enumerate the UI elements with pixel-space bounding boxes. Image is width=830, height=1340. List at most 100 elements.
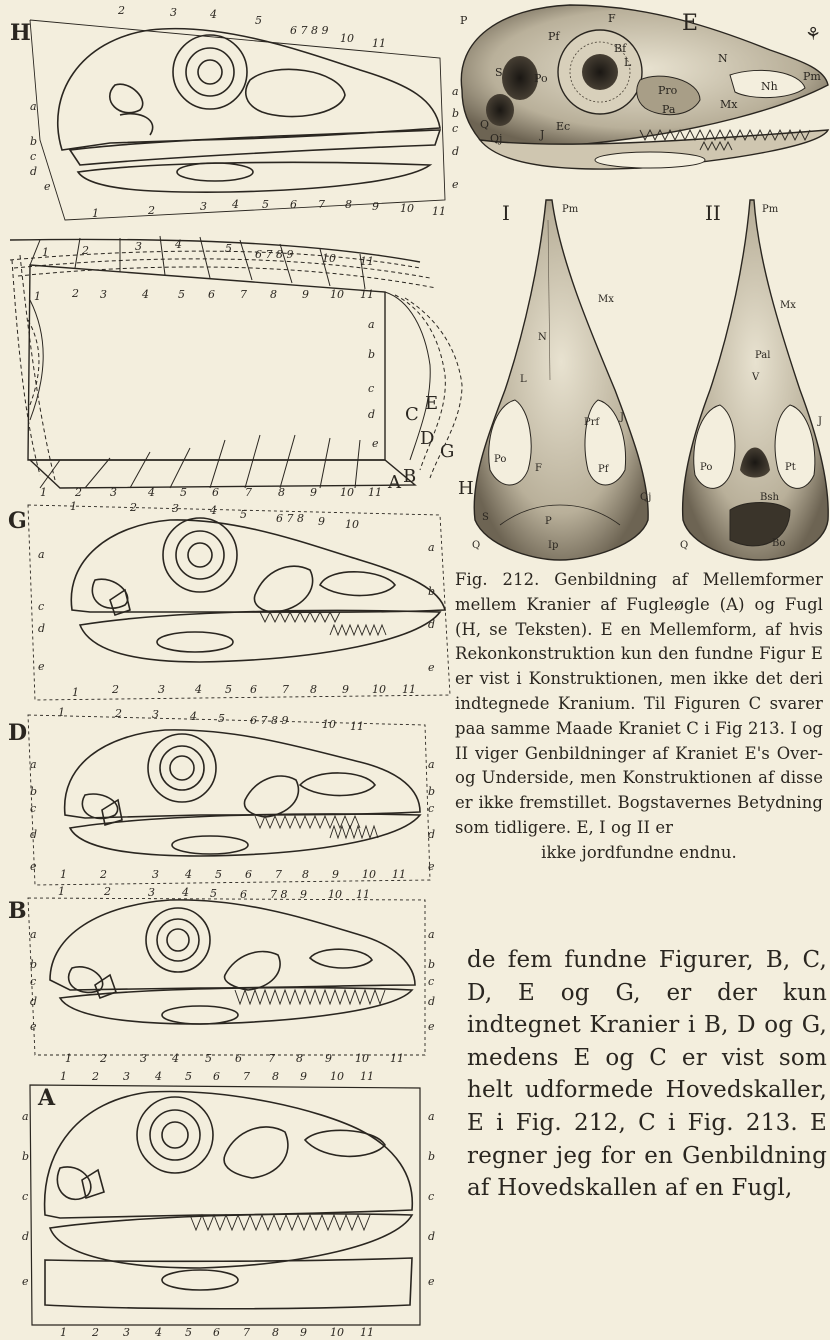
svg-text:e: e <box>428 1020 435 1033</box>
svg-text:11: 11 <box>356 888 370 901</box>
svg-text:e: e <box>38 660 45 673</box>
svg-text:Po: Po <box>534 72 548 85</box>
svg-text:3: 3 <box>100 288 107 301</box>
svg-text:5: 5 <box>255 14 262 27</box>
svg-text:7: 7 <box>240 288 247 301</box>
svg-text:4: 4 <box>209 504 217 517</box>
svg-text:J: J <box>539 128 544 141</box>
svg-text:6: 6 <box>235 1052 242 1065</box>
svg-text:Nh: Nh <box>761 80 778 93</box>
svg-text:Pf: Pf <box>598 464 610 475</box>
svg-text:1: 1 <box>72 686 79 699</box>
svg-text:1: 1 <box>65 1052 72 1065</box>
svg-text:d: d <box>30 995 37 1008</box>
svg-text:11: 11 <box>372 37 386 50</box>
svg-text:d: d <box>38 622 45 635</box>
svg-text:5: 5 <box>205 1052 212 1065</box>
svg-text:1: 1 <box>60 1070 67 1083</box>
svg-text:10: 10 <box>355 1052 369 1065</box>
svg-text:b: b <box>30 785 37 798</box>
svg-text:P: P <box>545 516 552 527</box>
svg-text:c: c <box>428 802 434 815</box>
svg-text:L: L <box>624 56 632 69</box>
svg-text:10: 10 <box>340 32 354 45</box>
svg-text:1: 1 <box>42 246 49 259</box>
svg-text:b: b <box>30 135 37 148</box>
svg-text:Pm: Pm <box>762 204 779 215</box>
svg-text:7: 7 <box>245 486 252 499</box>
svg-text:10: 10 <box>330 288 344 301</box>
svg-text:5: 5 <box>180 486 187 499</box>
svg-text:6: 6 <box>213 1326 220 1339</box>
svg-text:N: N <box>538 332 547 343</box>
panel-D-label: D <box>8 720 27 746</box>
panel-G-grid-labels: 1234 56 7 8910 1234 5678 91011 acde abde <box>38 500 435 699</box>
svg-text:3: 3 <box>152 708 159 721</box>
panel-B-label: B <box>8 898 27 924</box>
figure-caption-last-line: ikke jordfundne endnu. <box>455 841 823 866</box>
svg-text:10: 10 <box>322 718 336 731</box>
compass-E-label: E <box>425 393 438 414</box>
svg-text:8: 8 <box>272 1070 279 1083</box>
svg-text:d: d <box>30 165 37 178</box>
svg-text:4: 4 <box>154 1070 162 1083</box>
svg-text:P: P <box>460 14 468 27</box>
svg-text:7 8: 7 8 <box>270 888 288 901</box>
svg-text:a: a <box>22 1110 29 1123</box>
svg-text:11: 11 <box>360 1070 374 1083</box>
panel-B-teeth <box>235 990 385 1004</box>
svg-text:9: 9 <box>318 515 325 528</box>
svg-text:Pt: Pt <box>785 462 796 473</box>
svg-text:7: 7 <box>268 1052 275 1065</box>
svg-text:b: b <box>30 958 37 971</box>
svg-text:10: 10 <box>330 1070 344 1083</box>
svg-text:6 7 8 9: 6 7 8 9 <box>290 24 328 37</box>
svg-text:d: d <box>30 828 37 841</box>
svg-text:7: 7 <box>282 683 289 696</box>
body-paragraph: de fem fundne Figurer, B, C, D, E og G, … <box>467 944 827 1205</box>
figure-caption-text: Fig. 212. Genbildning af Mellemformer me… <box>455 568 823 841</box>
svg-text:c: c <box>428 975 434 988</box>
panel-E-label: E <box>682 11 698 36</box>
svg-text:V: V <box>751 372 760 383</box>
svg-text:5: 5 <box>210 887 217 900</box>
svg-text:5: 5 <box>185 1070 192 1083</box>
svg-text:2: 2 <box>117 4 125 17</box>
svg-text:2: 2 <box>71 287 79 300</box>
svg-text:Pm: Pm <box>562 204 579 215</box>
svg-text:10: 10 <box>372 683 386 696</box>
svg-text:c: c <box>22 1190 28 1203</box>
svg-text:c: c <box>368 382 374 395</box>
body-paragraph-text: de fem fundne Figurer, B, C, D, E og G, … <box>467 944 827 1205</box>
svg-text:Q: Q <box>480 118 489 131</box>
svg-text:5: 5 <box>225 683 232 696</box>
svg-text:a: a <box>30 928 37 941</box>
svg-text:e: e <box>372 437 379 450</box>
svg-text:11: 11 <box>360 288 374 301</box>
svg-text:11: 11 <box>350 720 364 733</box>
panel-C-label: C <box>405 404 419 425</box>
svg-text:8: 8 <box>310 683 317 696</box>
panel-I-label: I <box>502 201 510 225</box>
svg-text:3: 3 <box>135 240 142 253</box>
svg-text:7: 7 <box>243 1326 250 1339</box>
svg-text:1: 1 <box>60 868 67 881</box>
svg-text:7: 7 <box>243 1070 250 1083</box>
construction-grid <box>10 236 462 488</box>
svg-text:Mx: Mx <box>780 300 796 311</box>
svg-text:N: N <box>718 52 728 65</box>
svg-text:b: b <box>428 1150 435 1163</box>
svg-text:4: 4 <box>189 710 197 723</box>
panel-H-label: H <box>10 20 31 46</box>
svg-text:L: L <box>520 374 527 385</box>
svg-text:d: d <box>428 1230 435 1243</box>
svg-text:Bsh: Bsh <box>760 492 779 503</box>
panel-A <box>30 1085 420 1325</box>
svg-text:d: d <box>452 145 459 158</box>
svg-text:e: e <box>452 178 459 191</box>
svg-text:6: 6 <box>208 288 215 301</box>
svg-text:7: 7 <box>318 198 325 211</box>
svg-text:Q: Q <box>472 540 480 551</box>
svg-text:4: 4 <box>194 683 202 696</box>
panel-B <box>28 898 425 1055</box>
